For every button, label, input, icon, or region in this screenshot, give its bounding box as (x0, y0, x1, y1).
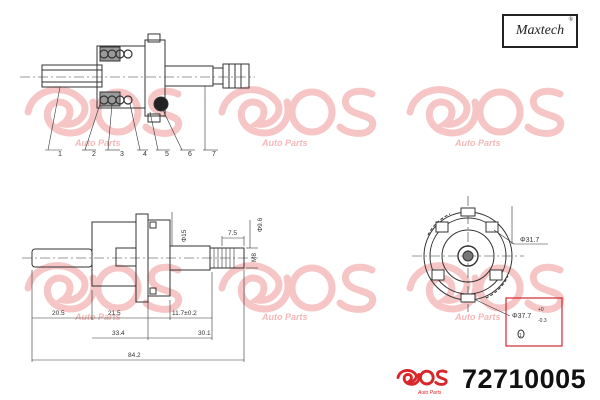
balloon-1: 1 (519, 333, 522, 339)
part-number: 72710005 (462, 364, 587, 394)
dim-11-7: 11.7±0.2 (172, 310, 197, 317)
maxtech-logo: Maxtech ® (502, 14, 578, 48)
dim-31-7: Φ31.7 (520, 237, 539, 244)
watermark-logo (410, 90, 561, 134)
callout-3: 3 (120, 151, 124, 158)
dim-20-5: 20.5 (52, 310, 65, 317)
gps-logo-tagline: Auto Parts (417, 390, 442, 396)
callout-6: 6 (188, 151, 192, 158)
maxtech-logo-text: Maxtech (515, 23, 565, 38)
dim-7-5: 7.5 (228, 230, 237, 237)
dim-30-1: 30.1 (198, 330, 211, 337)
dim-37-tol-upper: +0 (538, 307, 544, 313)
dim-dia15: Φ15 (181, 229, 188, 242)
watermark-logo (222, 266, 373, 310)
gps-logo (396, 369, 448, 386)
callout-7: 7 (212, 151, 216, 158)
watermark-text: Auto Parts (454, 138, 501, 148)
dim-21-5: 21.5 (108, 310, 121, 317)
dim-84-2: 84.2 (128, 352, 141, 359)
registered-mark: ® (568, 17, 573, 23)
watermark-text: Auto Parts (261, 138, 308, 148)
highlight-box (505, 297, 563, 347)
watermark-text: Auto Parts (261, 312, 308, 322)
side-view (22, 212, 258, 362)
dim-m8: M8 (251, 253, 258, 262)
callout-2: 2 (92, 151, 96, 158)
end-view (412, 196, 563, 347)
watermark-logo (222, 90, 373, 134)
dim-37-7: Φ37.7 (512, 313, 531, 320)
watermark-logos (28, 90, 561, 310)
callout-4: 4 (143, 151, 147, 158)
dim-dia9: Φ9.6 (257, 217, 264, 232)
dim-37-tol-lower: -0.3 (538, 318, 547, 324)
top-section-view (20, 33, 255, 151)
callout-1: 1 (58, 151, 62, 158)
watermark-text: Auto Parts (454, 312, 501, 322)
dim-33-4: 33.4 (112, 330, 125, 337)
callout-5: 5 (165, 151, 169, 158)
watermark-text: Auto Parts (74, 312, 121, 322)
watermark-text: Auto Parts (74, 138, 121, 148)
